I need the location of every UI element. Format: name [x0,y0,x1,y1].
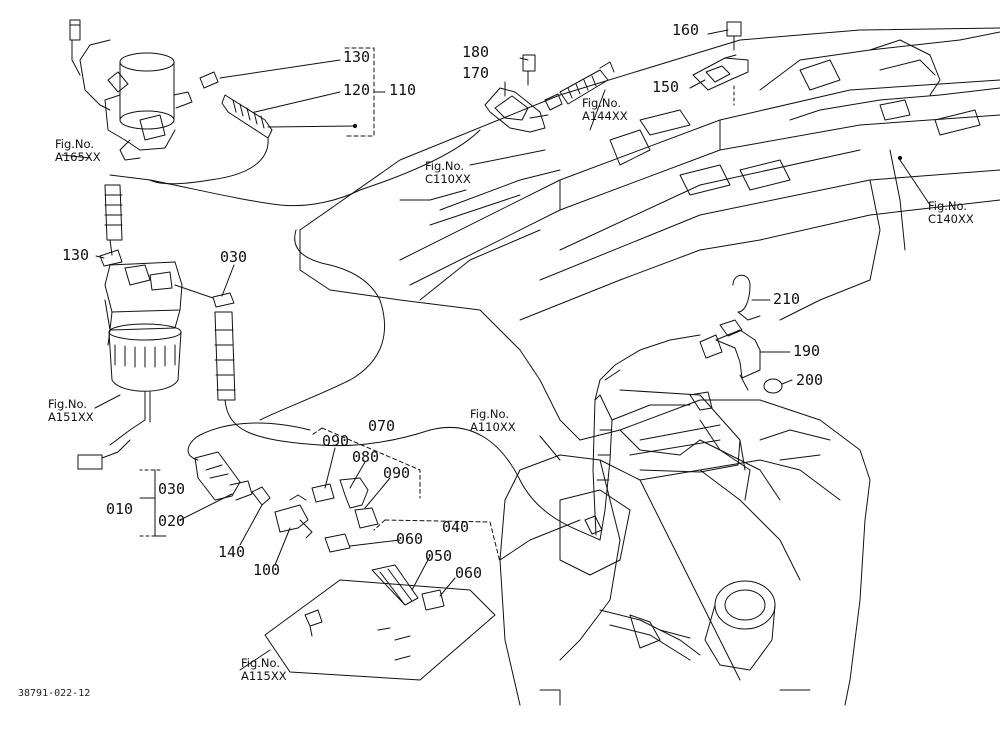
fig-ref-a165-line2: A165XX [55,150,101,165]
fuel-lines [150,130,745,540]
fig-ref-a144-line2: A144XX [582,109,628,124]
part-label-120: 120 [343,81,371,99]
part-label-030-top: 030 [220,248,248,266]
part-label-130-top: 130 [343,48,371,66]
fig-ref-a165-line1: Fig.No. [55,137,95,151]
part-label-100: 100 [253,561,281,579]
fig-ref-a144[interactable]: Fig.No. A144XX [582,96,628,124]
fig-ref-c110-line2: C110XX [425,172,471,187]
base-plate [265,580,495,680]
fig-ref-a151-line2: A151XX [48,410,94,425]
part-label-060-left: 060 [396,530,424,548]
filter-outlet-hose [175,285,430,446]
chassis-frame [300,28,1000,380]
leader-lines [62,30,930,670]
part-label-170: 170 [462,64,490,82]
part-label-150: 150 [652,78,680,96]
part-label-080: 080 [352,448,380,466]
fig-ref-a110[interactable]: Fig.No. A110XX [470,407,516,435]
fig-ref-c110-line1: Fig.No. [425,159,465,173]
filter-inlet-hose [100,185,122,266]
fig-ref-a115[interactable]: Fig.No. A115XX [241,656,287,684]
part-label-020: 020 [158,512,186,530]
pump-outlet-hose [110,72,272,184]
fuel-tank [500,380,870,705]
fig-ref-c140-line1: Fig.No. [928,199,968,213]
fig-ref-a165[interactable]: Fig.No. A165XX [55,137,101,165]
fig-ref-a115-line1: Fig.No. [241,656,281,670]
part-label-190: 190 [793,342,821,360]
part-label-200: 200 [796,371,824,389]
fig-ref-a151-line1: Fig.No. [48,397,88,411]
fig-ref-a144-line1: Fig.No. [582,96,622,110]
part-label-140: 140 [218,543,246,561]
part-label-090-right: 090 [383,464,411,482]
part-label-160: 160 [672,21,700,39]
fig-ref-c110[interactable]: Fig.No. C110XX [425,159,471,187]
top-parts [470,22,748,165]
part-label-210: 210 [773,290,801,308]
part-label-090-left: 090 [322,432,350,450]
fig-ref-a110-line1: Fig.No. [470,407,510,421]
part-label-070: 070 [368,417,396,435]
part-label-180: 180 [462,43,490,61]
fig-ref-a115-line2: A115XX [241,669,287,684]
fig-ref-a151[interactable]: Fig.No. A151XX [48,397,94,425]
fig-ref-a110-line2: A110XX [470,420,516,435]
part-label-130-mid: 130 [62,246,90,264]
part-label-010: 010 [106,500,134,518]
part-label-110: 110 [389,81,417,99]
fuel-filter [78,262,182,469]
clamp-parts [700,275,782,393]
fig-ref-c140[interactable]: Fig.No. C140XX [928,199,974,227]
fig-ref-c140-line2: C140XX [928,212,974,227]
fuel-pump [70,20,192,160]
lower-fittings [188,423,444,610]
part-label-050: 050 [425,547,453,565]
drawing-code: 38791-022-12 [18,688,91,699]
part-label-040: 040 [442,518,470,536]
part-label-030-bottom: 030 [158,480,186,498]
part-label-060-right: 060 [455,564,483,582]
